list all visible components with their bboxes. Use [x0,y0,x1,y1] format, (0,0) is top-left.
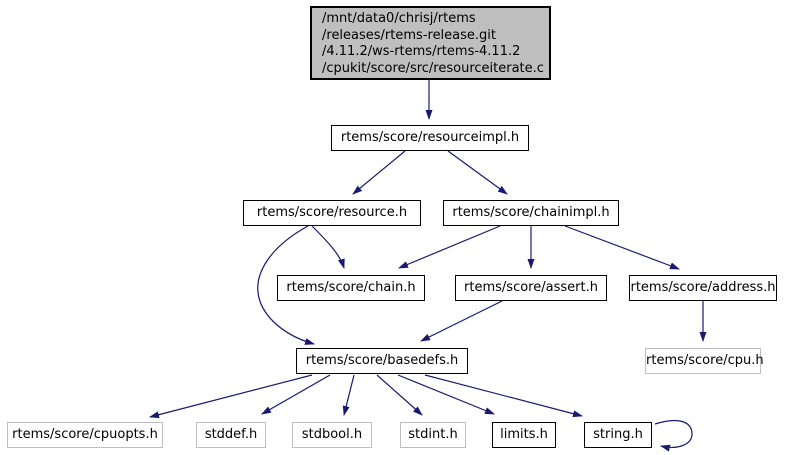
edge-resource-to-basedefs [257,225,315,345]
edge-assert-to-basedefs [420,300,503,342]
node-resource-h[interactable]: rtems/score/resource.h [243,200,421,226]
node-cpu-h: rtems/score/cpu.h [645,348,764,374]
edge-basedefs-to-stddef [261,374,331,415]
edge-resourceimpl-to-chainimpl [447,150,508,195]
edge-basedefs-to-stdint [376,374,423,416]
root-path-line: /4.11.2/ws-rtems/rtems-4.11.2 [322,44,521,59]
edge-resource-to-chain [311,225,345,269]
node-stdint-h: stdint.h [400,422,466,448]
edge-chainimpl-to-address [564,225,680,270]
edge-basedefs-to-limits [397,374,495,415]
edge-resourceimpl-to-resource [352,150,406,195]
edge-string-self-loop [654,420,693,452]
node-resourceiterate-c: /mnt/data0/chrisj/rtems /releases/rtems-… [310,6,551,80]
edge-basedefs-to-string [424,374,583,418]
edge-chainimpl-to-chain [398,225,501,269]
node-string-h[interactable]: string.h [584,422,652,448]
root-path-line: /cpukit/score/src/resourceiterate.c [322,60,544,76]
node-resourceimpl-h[interactable]: rtems/score/resourceimpl.h [331,125,529,151]
node-assert-h[interactable]: rtems/score/assert.h [455,275,607,301]
node-basedefs-h[interactable]: rtems/score/basedefs.h [296,348,468,374]
edge-basedefs-to-cpuopts [149,374,313,419]
root-path-line: /mnt/data0/chrisj/rtems [322,11,476,26]
node-stddef-h: stddef.h [196,422,266,448]
node-address-h[interactable]: rtems/score/address.h [629,275,777,301]
edge-basedefs-to-stdbool [342,374,355,416]
root-path-line: /releases/rtems-release.git [322,27,497,43]
node-stdbool-h: stdbool.h [292,422,372,448]
node-limits-h[interactable]: limits.h [492,422,556,448]
node-cpuopts-h: rtems/score/cpuopts.h [7,422,163,448]
node-chainimpl-h[interactable]: rtems/score/chainimpl.h [443,200,619,226]
node-chain-h[interactable]: rtems/score/chain.h [277,275,425,301]
